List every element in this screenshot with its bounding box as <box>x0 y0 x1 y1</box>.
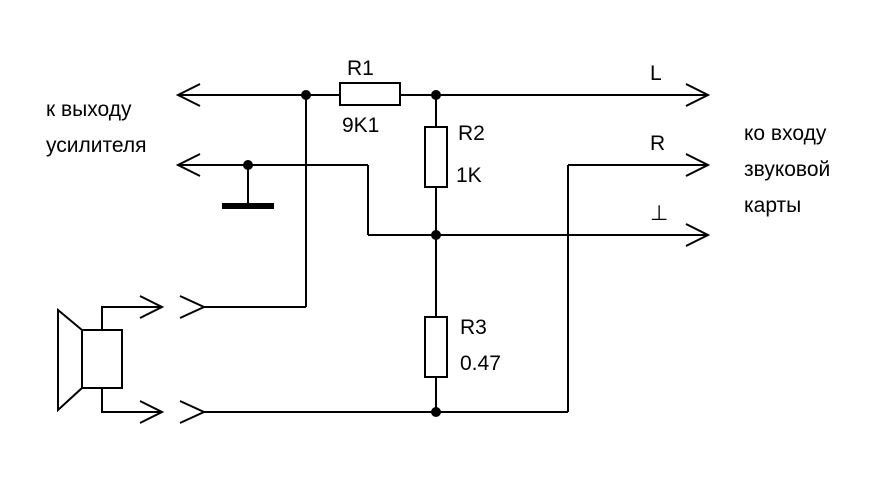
ground-wire <box>178 164 708 236</box>
soundcard-label-line2: звуковой <box>744 158 830 181</box>
resistor-r1 <box>339 82 401 106</box>
r3-value: 0.47 <box>460 352 501 375</box>
out-l-arrow <box>685 83 711 107</box>
r1-ref: R1 <box>347 57 374 80</box>
junction-dot <box>431 230 441 240</box>
resistor-r3 <box>424 316 448 378</box>
soundcard-label-line3: карты <box>744 194 801 217</box>
junction-dot <box>431 407 441 417</box>
out-gnd-arrow <box>685 223 711 247</box>
amp-label-line1: к выходу <box>46 98 132 121</box>
junction-dot <box>243 160 253 170</box>
output-ground-label: ⊥ <box>650 202 668 225</box>
plug-top-chevron <box>179 295 207 319</box>
output-r-label: R <box>650 132 665 155</box>
junction-dot <box>431 90 441 100</box>
out-r-arrow <box>685 153 711 177</box>
right-channel-wire <box>567 164 708 412</box>
speaker-icon <box>57 307 123 413</box>
amp-top-arrow <box>175 83 201 107</box>
plug-bottom-chevron <box>179 400 207 424</box>
amp-label-line2: усилителя <box>46 134 146 157</box>
amp-bottom-arrow <box>175 153 201 177</box>
speaker-bottom-arrow <box>139 400 165 424</box>
output-l-label: L <box>650 62 662 85</box>
r3-ref: R3 <box>460 316 487 339</box>
resistor-r2 <box>424 126 448 188</box>
speaker-top-arrow <box>139 295 165 319</box>
r2-ref: R2 <box>458 122 485 145</box>
junction-dot <box>301 90 311 100</box>
r1-value: 9K1 <box>342 114 379 137</box>
soundcard-label-line1: ко входу <box>744 122 827 145</box>
speaker-wires <box>101 95 568 413</box>
r2-value: 1K <box>456 164 482 187</box>
